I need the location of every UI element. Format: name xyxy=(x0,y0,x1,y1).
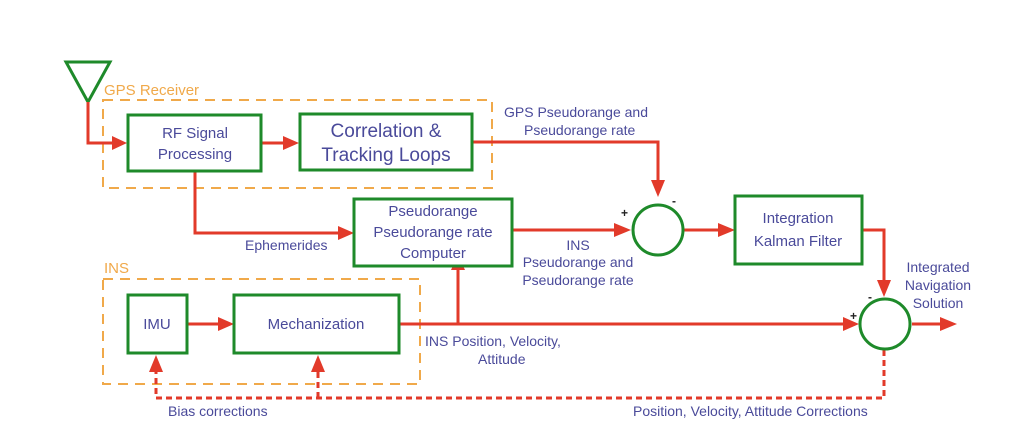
antenna-to-rf-wire xyxy=(86,102,122,145)
plus-sign: + xyxy=(621,206,628,220)
ins-pva-label-line2: Attitude xyxy=(478,351,526,367)
imu-block-label: IMU xyxy=(143,316,171,333)
computer-block-line1: Pseudorange xyxy=(388,203,477,220)
ephemerides-label: Ephemerides xyxy=(245,237,328,253)
imu-block xyxy=(126,293,189,355)
computer-block-line2: Pseudorange rate xyxy=(373,224,492,241)
gps-pr-label-line1: GPS Pseudorange and xyxy=(504,104,648,120)
kalman-filter-block xyxy=(733,194,864,266)
integrated-solution-line3: Solution xyxy=(913,295,964,311)
mechanization-block-label: Mechanization xyxy=(268,316,365,333)
mechanization-block xyxy=(232,293,401,355)
kalman-block-line1: Integration xyxy=(763,210,834,227)
arrow-head xyxy=(877,280,891,297)
ins-pr-label-line2: Pseudorange and xyxy=(523,254,634,270)
arrow-head xyxy=(311,355,325,372)
correlation-block-line2: Tracking Loops xyxy=(321,145,450,166)
arrow-head xyxy=(149,355,163,372)
arrow-head xyxy=(614,223,631,237)
ins-group-label: INS xyxy=(104,260,129,277)
gps-ins-summing-node xyxy=(631,203,685,257)
arrow-head xyxy=(651,180,665,197)
correlation-tracking-block xyxy=(298,112,474,172)
ins-pr-label-line1: INS xyxy=(566,237,589,253)
arrow-head xyxy=(843,317,859,331)
minus-sign: - xyxy=(868,290,872,304)
gps-pr-label-line2: Pseudorange rate xyxy=(524,122,636,138)
arrow-head xyxy=(112,136,127,150)
kalman-block-line2: Kalman Filter xyxy=(754,233,842,250)
plus-sign: + xyxy=(850,309,857,323)
pva-corrections-label: Position, Velocity, Attitude Corrections xyxy=(633,403,868,419)
integrated-solution-line1: Integrated xyxy=(906,259,969,275)
correlation-block-line1: Correlation & xyxy=(331,121,442,142)
ins-pva-label-line1: INS Position, Velocity, xyxy=(425,333,561,349)
output-summing-node xyxy=(858,297,912,351)
integrated-solution-line2: Navigation xyxy=(905,277,971,293)
rf-block-line2: Processing xyxy=(158,146,232,163)
ephemerides-wire xyxy=(193,170,345,235)
kalman-to-sum-wire xyxy=(862,228,886,282)
correction-feedback-wire xyxy=(154,350,886,400)
bias-corrections-label: Bias corrections xyxy=(168,403,268,419)
antenna-icon xyxy=(63,60,113,106)
arrow-head xyxy=(338,226,354,240)
minus-sign: - xyxy=(672,194,676,208)
arrow-head xyxy=(218,317,234,331)
arrow-head xyxy=(940,317,957,331)
rf-signal-processing-block xyxy=(126,113,263,173)
ins-group xyxy=(102,278,421,385)
gps-receiver-group-label: GPS Receiver xyxy=(104,82,199,99)
gps-pr-wire xyxy=(472,140,660,182)
pseudorange-computer-block xyxy=(352,197,514,268)
rf-block-line1: RF Signal xyxy=(162,125,228,142)
arrow-head xyxy=(283,136,299,150)
ins-pr-label-line3: Pseudorange rate xyxy=(522,272,634,288)
computer-block-line3: Computer xyxy=(400,245,466,262)
arrow-head xyxy=(718,223,735,237)
